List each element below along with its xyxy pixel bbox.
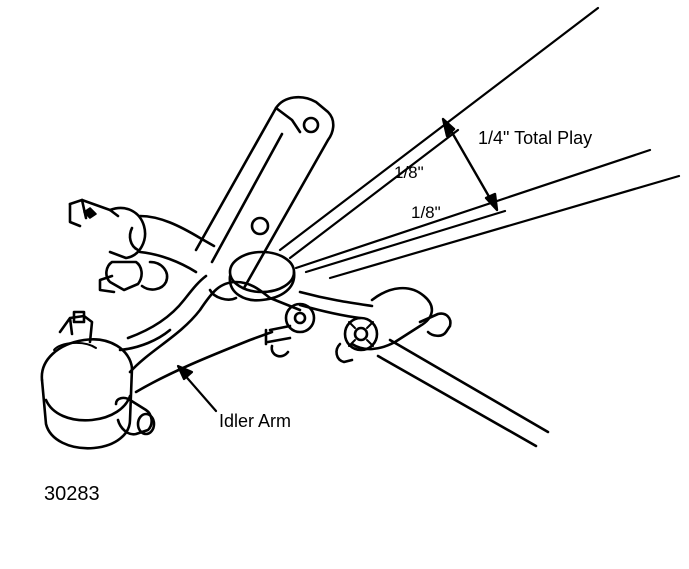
dimension-arrow-head-top xyxy=(441,117,456,138)
center-cotter-pin xyxy=(270,344,290,358)
pitman-arm-lower-hole xyxy=(250,216,270,236)
idler-arm-body xyxy=(118,274,302,394)
bracket-sleeve-top xyxy=(138,214,216,248)
tie-rod-shaft-bottom xyxy=(376,354,538,448)
frame-bracket xyxy=(68,198,216,294)
bracket-washer xyxy=(140,260,169,291)
tie-rod-link-upper xyxy=(298,290,374,308)
idler-arm-pointer-head xyxy=(176,364,194,381)
castle-nut-right-slots xyxy=(348,321,374,347)
total-play-label: 1/4" Total Play xyxy=(478,128,593,148)
play-lower-label: 1/8" xyxy=(411,203,441,222)
bracket-nut xyxy=(105,260,143,292)
tie-rod-shaft-top xyxy=(388,338,550,434)
bracket-thread-mark xyxy=(83,207,97,219)
pitman-arm-fillet xyxy=(208,288,238,301)
center-stud xyxy=(264,302,316,358)
pitman-arm-outline xyxy=(194,95,335,290)
tie-rod-end-housing xyxy=(350,286,434,351)
pitman-arm-edge xyxy=(210,106,302,264)
center-nut-hole xyxy=(293,311,307,325)
play-line-center xyxy=(304,209,507,274)
bracket-bolt-head xyxy=(68,198,120,218)
castle-nut-right-center xyxy=(353,326,369,342)
center-stud-bolt xyxy=(264,324,292,346)
dimension-arrow-shaft xyxy=(444,120,497,209)
cotter-pin-right xyxy=(335,342,354,364)
idler-arm-pointer xyxy=(176,364,218,413)
pitman-arm-boss-side xyxy=(228,270,296,302)
socket-body xyxy=(40,366,134,450)
dimension-arrow xyxy=(441,117,499,212)
pitman-arm-upper-hole xyxy=(302,116,320,134)
idler-arm-rear-inner xyxy=(118,328,172,352)
figure-number: 30283 xyxy=(44,483,100,505)
idler-arm-upper-edge xyxy=(128,280,302,374)
tie-rod xyxy=(298,286,550,448)
socket-stud xyxy=(58,314,94,344)
idler-arm-rear-edge xyxy=(126,274,208,340)
socket-cotter xyxy=(53,342,97,351)
idler-arm-pointer-line xyxy=(180,370,218,413)
tie-rod-grease-fitting xyxy=(418,312,452,338)
ball-socket xyxy=(40,310,156,450)
socket-side-fitting xyxy=(114,396,153,436)
play-line-middle xyxy=(294,148,652,270)
pitman-arm xyxy=(194,95,335,302)
socket-side-fitting-tip xyxy=(136,412,156,436)
socket-band xyxy=(44,394,132,422)
play-reference-lines xyxy=(278,6,681,280)
play-line-top xyxy=(278,6,600,252)
play-line-upper xyxy=(288,128,460,260)
play-upper-label: 1/8" xyxy=(394,163,424,182)
center-nut xyxy=(284,302,316,334)
socket-grease-fitting xyxy=(72,310,86,324)
bracket-clamp-left xyxy=(108,206,147,260)
dimension-arrow-head-bottom xyxy=(484,192,499,212)
castle-nut-right xyxy=(343,316,379,352)
bracket-bolt-side xyxy=(68,198,88,228)
play-line-bottom xyxy=(328,174,681,280)
bracket-sleeve-end xyxy=(128,226,140,252)
bracket-stud xyxy=(98,274,116,294)
idler-arm-label: Idler Arm xyxy=(219,411,292,431)
socket-top-rim xyxy=(40,338,134,382)
idler-arm-lower-edge xyxy=(134,330,274,394)
bracket-sleeve-bottom xyxy=(138,250,198,274)
